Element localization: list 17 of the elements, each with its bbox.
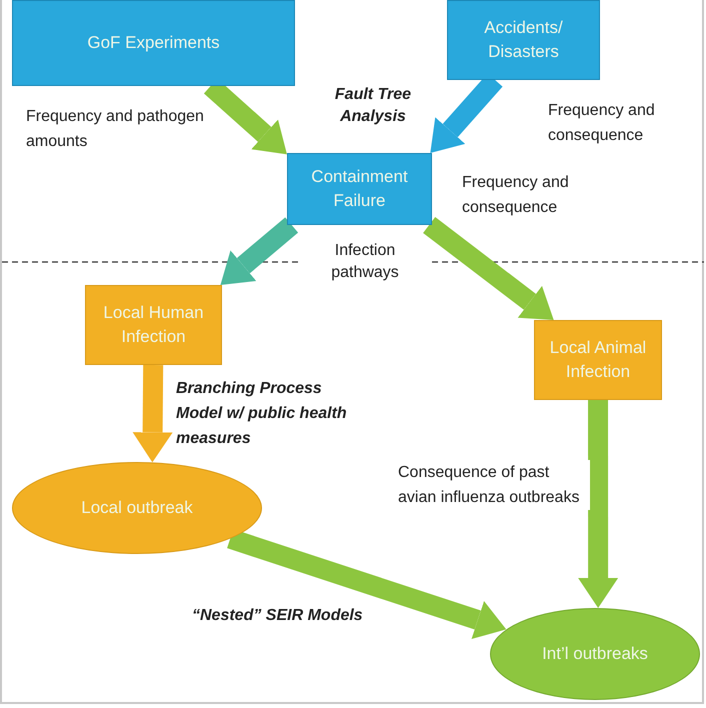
node-text: Local Animal Infection	[548, 337, 648, 383]
block-arrow	[423, 217, 554, 320]
process-box	[287, 153, 432, 225]
node-text: Int’l outbreaks	[542, 643, 648, 665]
node-text: Local Human Infection	[102, 302, 205, 348]
edge-label: Consequence of past avian influenza outbreaks	[398, 460, 590, 510]
node-text: GoF Experiments	[87, 32, 220, 54]
node-text: Accidents/ Disasters	[483, 17, 564, 63]
process-box	[447, 0, 600, 80]
block-arrow	[132, 364, 173, 462]
node-text: Local outbreak	[81, 497, 193, 519]
process-box	[534, 320, 662, 400]
process-box	[85, 285, 222, 365]
node-text: Containment Failure	[310, 166, 409, 212]
block-arrow	[578, 400, 618, 608]
block-arrow	[220, 217, 298, 285]
process-box	[12, 0, 295, 86]
